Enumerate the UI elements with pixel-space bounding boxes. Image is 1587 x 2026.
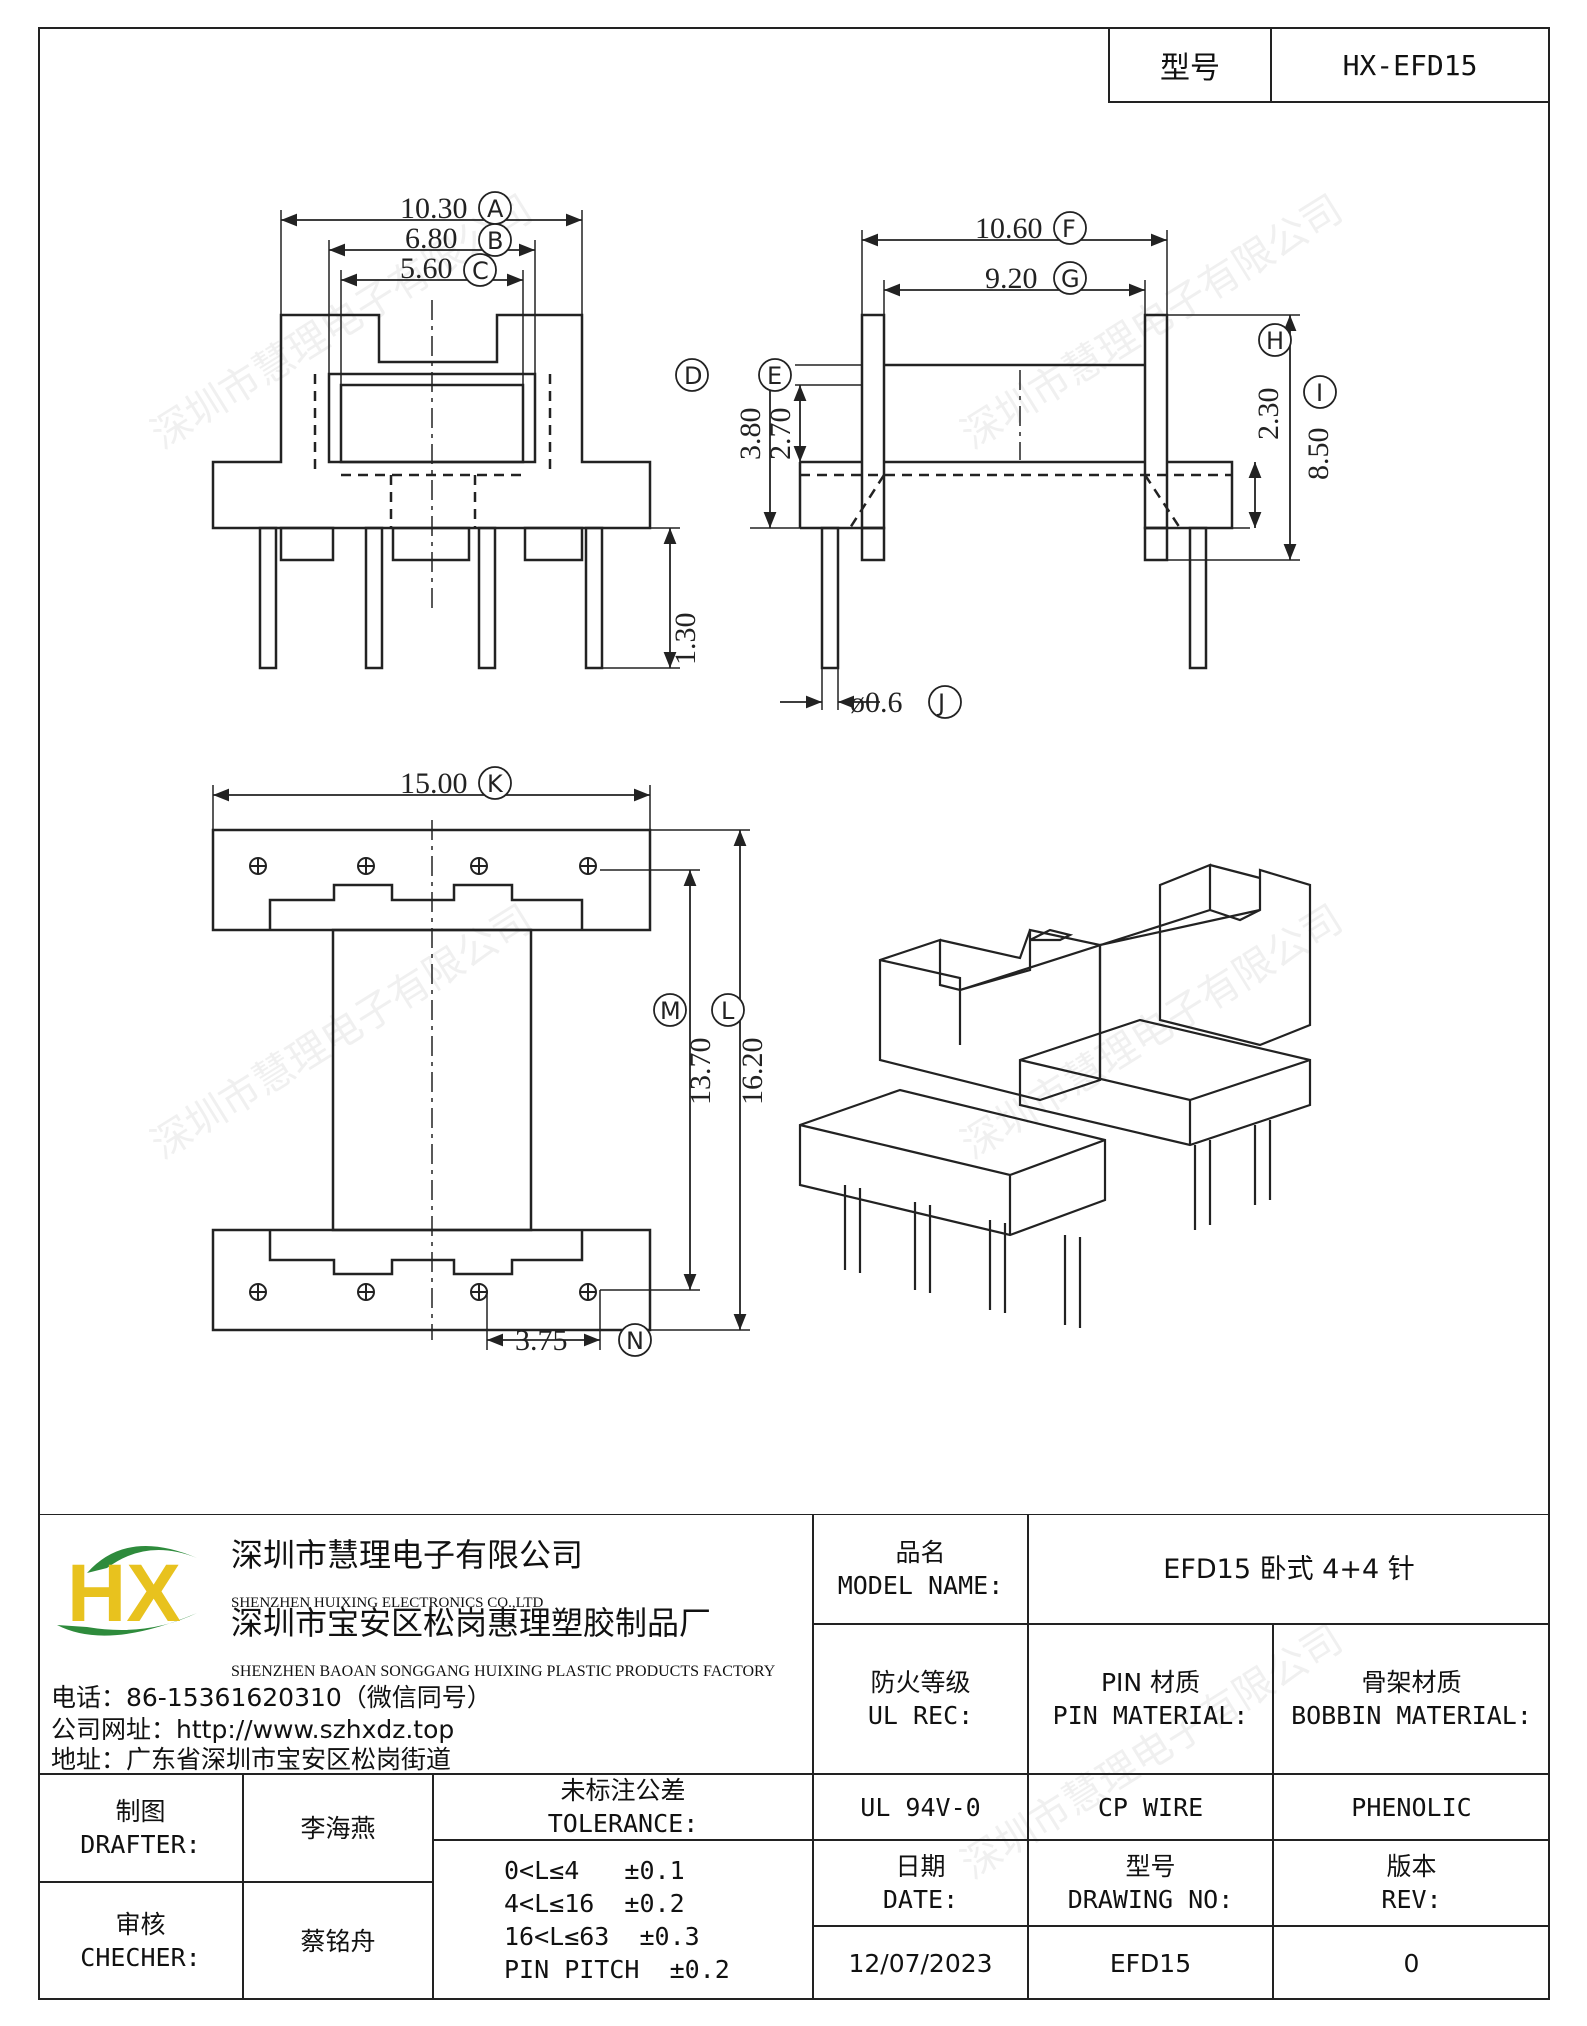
dim-L: 16.20	[736, 1038, 769, 1106]
isometric-view	[798, 863, 1312, 1328]
pin-material-label: PIN 材质 PIN MATERIAL:	[1028, 1624, 1273, 1774]
bobbin-material-value: PHENOLIC	[1273, 1774, 1550, 1840]
factory-name-en: SHENZHEN BAOAN SONGGANG HUIXING PLASTIC …	[231, 1663, 776, 1680]
technical-drawing: A B C F G D E H I J K L M N 10.30 6.80 5…	[211, 191, 1337, 1357]
logo-text: HX	[67, 1548, 181, 1639]
drawing-no-label: 型号 DRAWING NO:	[1028, 1840, 1273, 1926]
model-name-value: EFD15 卧式 4+4 针	[1028, 1514, 1550, 1624]
label-N: N	[626, 1327, 644, 1355]
drafter-name: 李海燕	[243, 1774, 433, 1882]
company-name-cn: 深圳市慧理电子有限公司	[231, 1536, 584, 1574]
checker-name: 蔡铭舟	[243, 1882, 433, 2000]
label-J: J	[936, 689, 945, 717]
label-K: K	[487, 770, 504, 798]
tolerance-label: 未标注公差 TOLERANCE:	[433, 1774, 813, 1840]
rev-value: 0	[1273, 1926, 1550, 2000]
factory-name-cn: 深圳市宝安区松岗惠理塑胶制品厂	[231, 1604, 712, 1642]
label-B: B	[487, 227, 503, 255]
label-G: G	[1061, 265, 1080, 293]
label-H: H	[1266, 327, 1284, 355]
dim-A: 10.30	[400, 192, 468, 225]
bottom-view	[211, 785, 750, 1350]
dim-H: 2.30	[1252, 388, 1285, 441]
drafter-label: 制图 DRAFTER:	[38, 1774, 243, 1882]
company-name-en: SHENZHEN HUIXING ELECTRONICS CO.,LTD	[231, 1595, 544, 1611]
front-view	[211, 210, 680, 670]
rev-label: 版本 REV:	[1273, 1840, 1550, 1926]
ul-rec-label: 防火等级 UL REC:	[813, 1624, 1028, 1774]
label-L: L	[721, 997, 735, 1025]
dim-C: 5.60	[400, 252, 453, 285]
company-address: 地址：广东省深圳市宝安区松岗街道	[51, 1745, 452, 1774]
dim-K: 15.00	[400, 767, 468, 800]
date-label: 日期 DATE:	[813, 1840, 1028, 1926]
date-value: 12/07/2023	[813, 1926, 1028, 2000]
dim-D: 3.80	[734, 408, 767, 461]
dim-G: 9.20	[985, 262, 1038, 295]
label-I: I	[1316, 379, 1323, 407]
dim-F: 10.60	[975, 212, 1043, 245]
company-website: 公司网址：http://www.szhxdz.top	[51, 1715, 455, 1744]
dim-pin-length: 1.30	[669, 613, 702, 666]
drawing-no-value: EFD15	[1028, 1926, 1273, 2000]
pin-material-value: CP WIRE	[1028, 1774, 1273, 1840]
model-label: 型号	[1110, 29, 1272, 101]
dim-J: ø0.6	[850, 686, 903, 719]
model-value: HX-EFD15	[1342, 48, 1478, 82]
dim-M: 13.70	[684, 1038, 717, 1106]
dim-I: 8.50	[1302, 428, 1335, 481]
side-view	[750, 230, 1300, 710]
model-name-label: 品名 MODEL NAME:	[813, 1514, 1028, 1624]
label-C: C	[472, 257, 489, 285]
title-block: HX 深圳市慧理电子有限公司 SHENZHEN HUIXING ELECTRON…	[38, 1514, 1550, 2000]
label-M: M	[660, 997, 681, 1025]
model-header: 型号 HX-EFD15	[1108, 27, 1550, 103]
company-phone: 电话：86-15361620310（微信同号）	[51, 1683, 492, 1712]
label-D: D	[684, 362, 702, 390]
dim-N: 3.75	[515, 1324, 568, 1357]
checker-label: 审核 CHECHER:	[38, 1882, 243, 2000]
label-F: F	[1062, 215, 1076, 243]
company-logo: HX	[57, 1546, 197, 1639]
label-E: E	[767, 362, 782, 390]
dim-B: 6.80	[405, 222, 458, 255]
label-A: A	[487, 195, 504, 223]
tolerance-table: 0<L≤4 ±0.1 4<L≤16 ±0.2 16<L≤63 ±0.3 PIN …	[433, 1840, 813, 2000]
company-area: HX 深圳市慧理电子有限公司 SHENZHEN HUIXING ELECTRON…	[38, 1514, 813, 1774]
dim-E: 2.70	[764, 408, 797, 461]
ul-rec-value: UL 94V-0	[813, 1774, 1028, 1840]
bobbin-material-label: 骨架材质 BOBBIN MATERIAL:	[1273, 1624, 1550, 1774]
